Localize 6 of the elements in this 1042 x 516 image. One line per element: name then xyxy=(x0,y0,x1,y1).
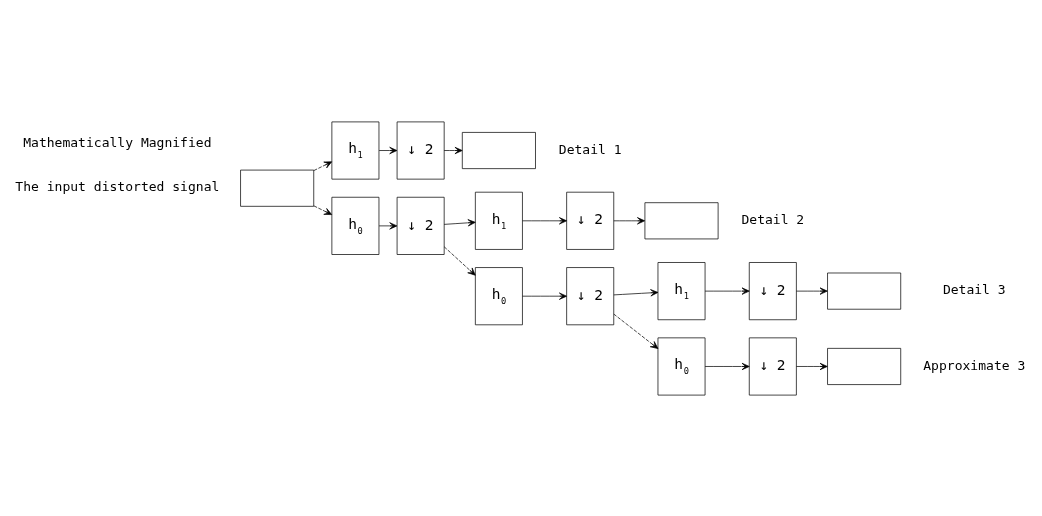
node-label: Approximate 3 xyxy=(923,357,1026,373)
node-label: The input distorted signal xyxy=(15,178,220,194)
label: Mathematically Magnified xyxy=(23,134,212,150)
node-label: Detail 2 xyxy=(741,211,805,227)
node-label: Detail 3 xyxy=(942,281,1006,297)
node-label: Detail 1 xyxy=(558,141,622,157)
